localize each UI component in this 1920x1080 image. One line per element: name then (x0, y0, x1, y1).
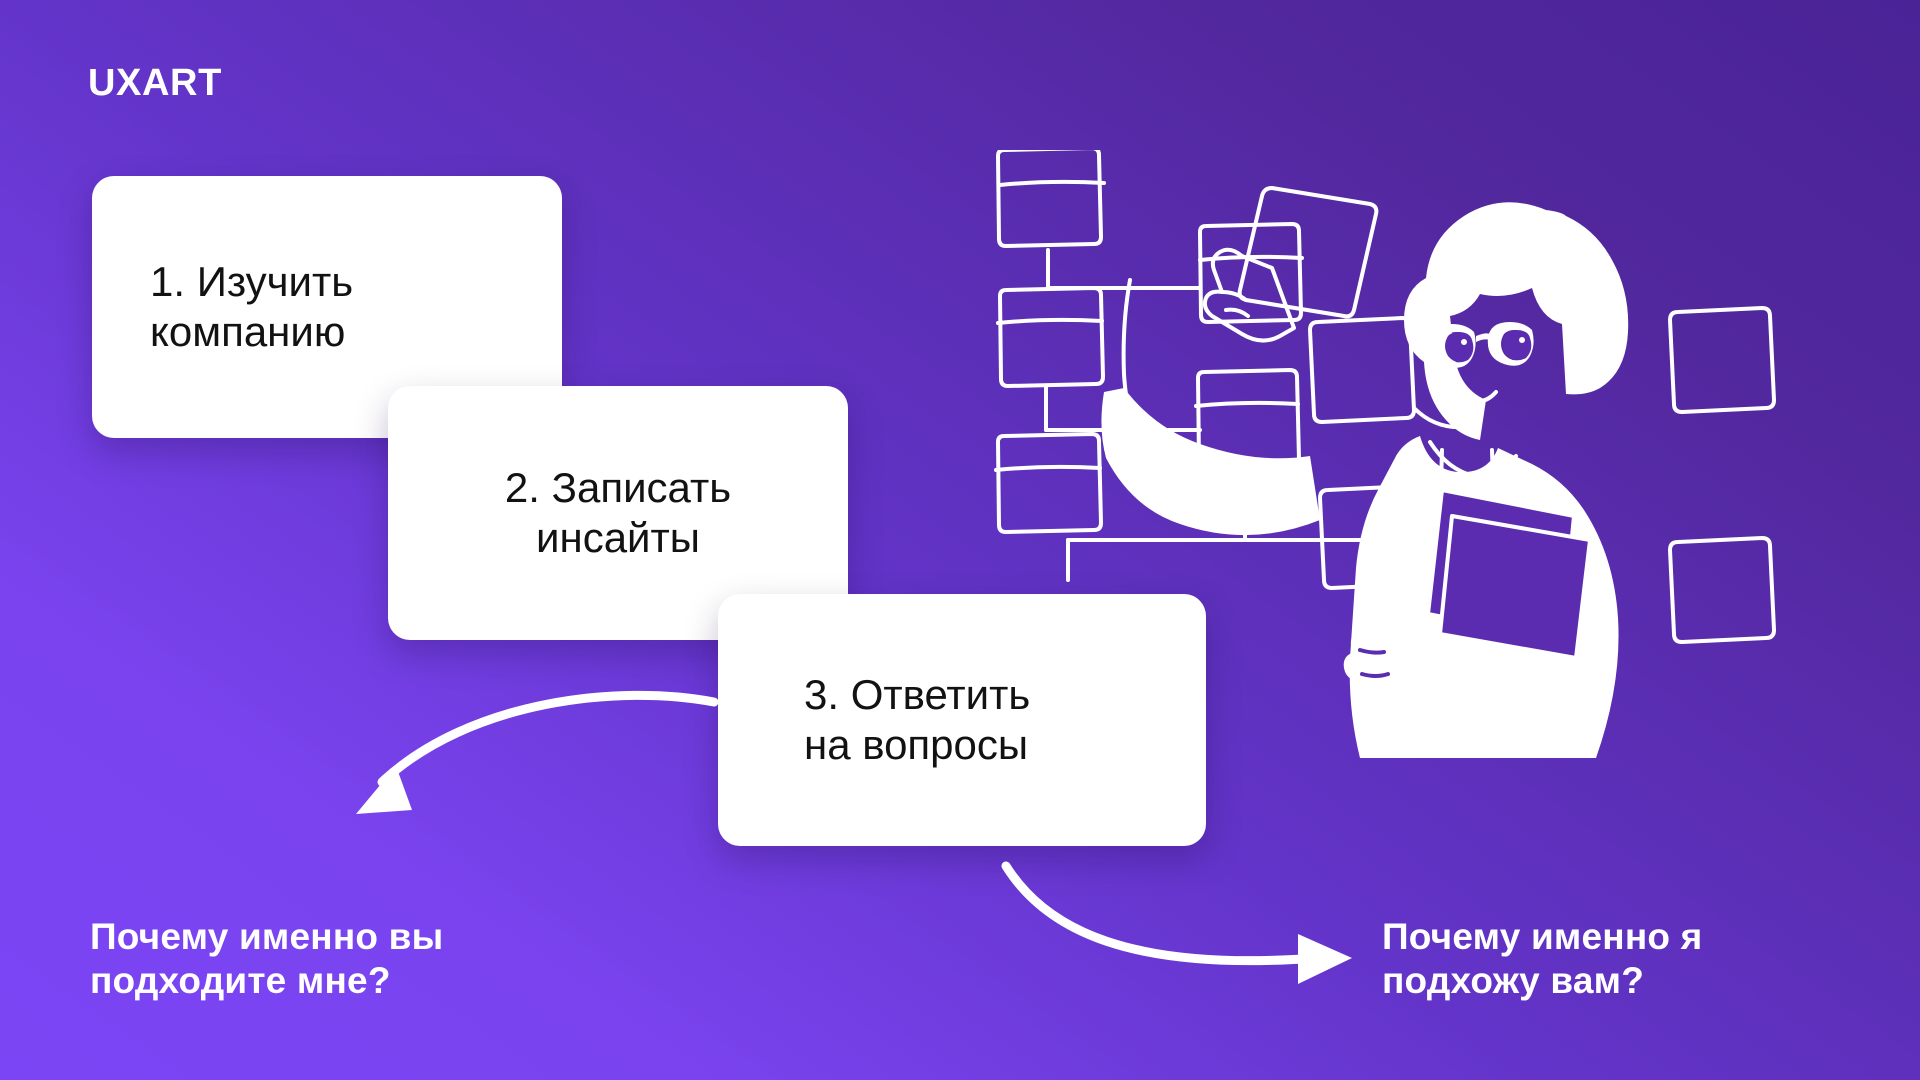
step-card-3-text: 3. Ответить на вопросы (804, 671, 1031, 768)
brand-logo: UXART (88, 62, 222, 104)
step-card-1[interactable]: 1. Изучить компанию (92, 176, 562, 438)
curved-arrow-right-icon (1001, 861, 1352, 984)
question-left: Почему именно вы подходите мне? (90, 916, 444, 1002)
step-card-1-text: 1. Изучить компанию (150, 258, 354, 355)
curved-arrow-left-icon (356, 690, 719, 814)
step-card-2-text: 2. Записать инсайты (504, 464, 732, 561)
question-right: Почему именно я подхожу вам? (1382, 916, 1703, 1002)
step-card-3[interactable]: 3. Ответить на вопросы (718, 594, 1206, 846)
illustration-woman-with-sticky-notes (990, 146, 1870, 790)
